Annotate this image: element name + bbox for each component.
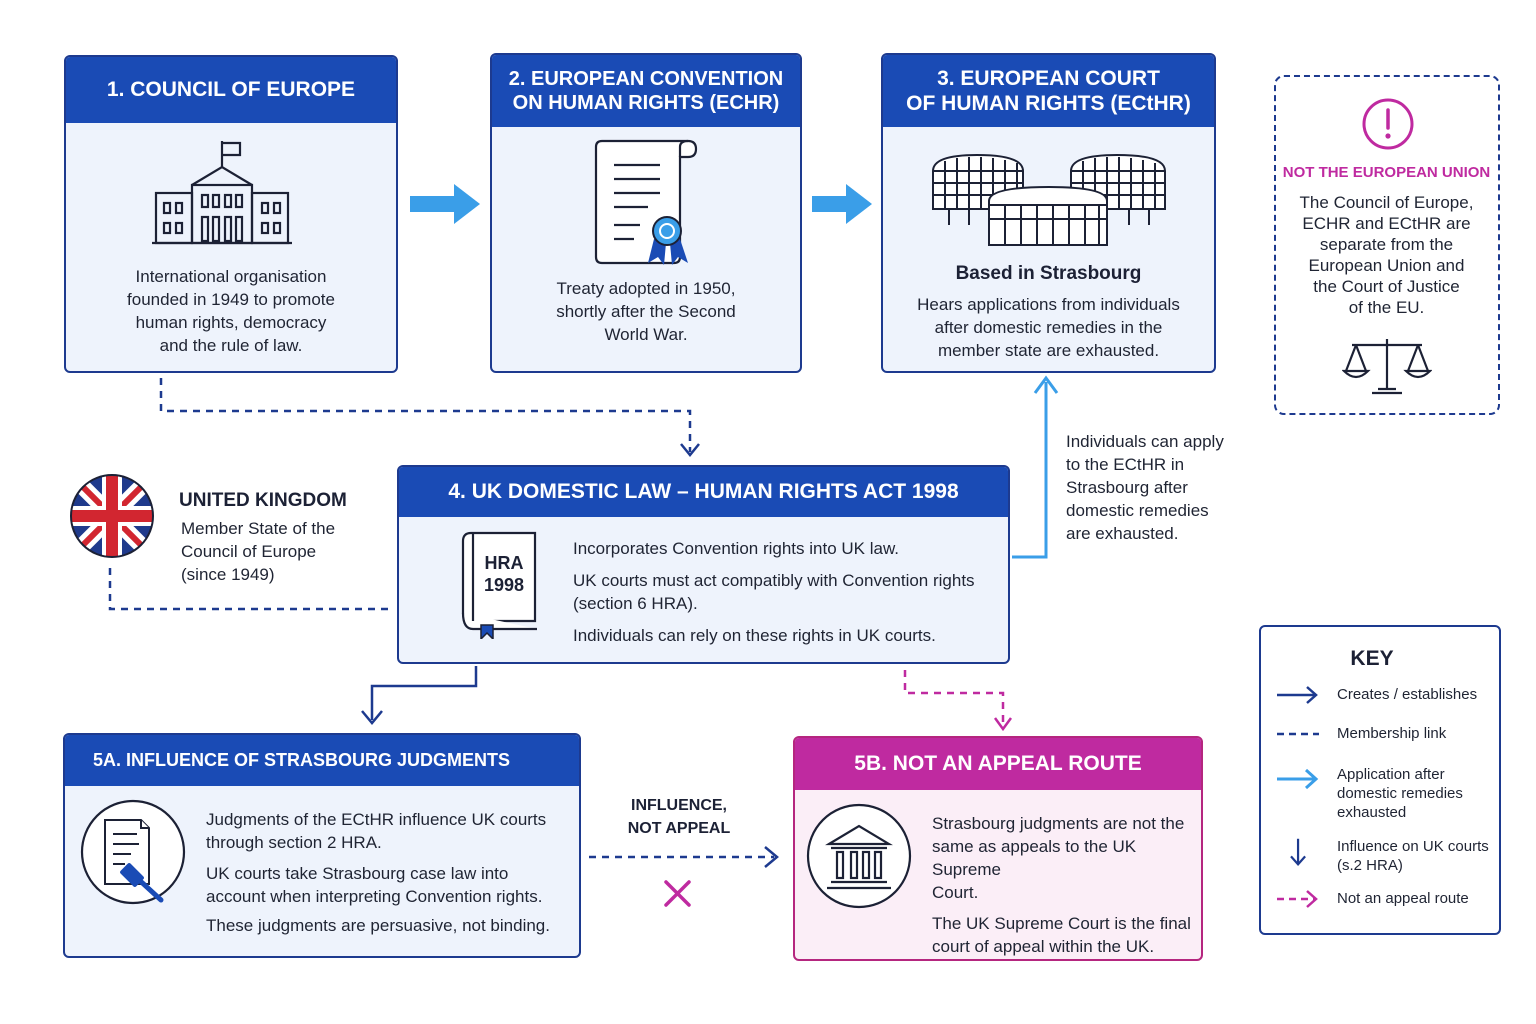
book-label-line-1: HRA	[485, 553, 524, 573]
building-icon	[152, 141, 292, 245]
hra-point: Individuals can rely on these rights in …	[573, 626, 936, 645]
exclamation-icon	[1362, 98, 1414, 150]
key-item-influence: Influence on UK courts (s.2 HRA)	[1275, 837, 1489, 875]
echr-card: 2. EUROPEAN CONVENTION ON HUMAN RIGHTS (…	[490, 53, 802, 373]
council-of-europe-card: 1. COUNCIL OF EUROPE International organ…	[64, 55, 398, 373]
influence-arrow	[370, 666, 478, 720]
key-label: Creates / establishes	[1337, 686, 1478, 703]
membership-link-uk	[108, 568, 392, 611]
card-description: Treaty adopted in 1950, shortly after th…	[556, 279, 736, 344]
not-appeal-route-card: 5B. NOT AN APPEAL ROUTE Strasbourg judgm…	[793, 736, 1203, 961]
key-item-membership: Membership link	[1275, 724, 1446, 754]
influence-point: Judgments of the ECtHR influence UK cour…	[206, 810, 547, 852]
key-item-application: Application after domestic remedies exha…	[1275, 765, 1463, 822]
creates-arrow-1-2	[410, 184, 480, 224]
light-blue-arrow-icon	[1277, 768, 1319, 790]
court-location: Based in Strasbourg	[955, 263, 1142, 284]
uk-domestic-law-card: 4. UK DOMESTIC LAW – HUMAN RIGHTS ACT 19…	[397, 465, 1010, 664]
legend-key: KEY Creates / establishes Membership lin…	[1259, 625, 1501, 935]
membership-link-coe-uk-law	[159, 378, 692, 452]
cross-icon	[664, 880, 691, 907]
key-label: Influence on UK courts (s.2 HRA)	[1337, 838, 1489, 874]
key-item-not-appeal: Not an appeal route	[1275, 889, 1469, 919]
key-title: KEY	[1350, 647, 1394, 670]
hra-point: UK courts must act compatibly with Conve…	[573, 571, 975, 613]
card-title: 2. EUROPEAN CONVENTION ON HUMAN RIGHTS (…	[492, 55, 800, 127]
influence-points: Judgments of the ECtHR influence UK cour…	[206, 808, 576, 937]
key-item-creates: Creates / establishes	[1275, 685, 1477, 715]
book-label-line-2: 1998	[484, 575, 524, 595]
card-title: 4. UK DOMESTIC LAW – HUMAN RIGHTS ACT 19…	[399, 467, 1008, 517]
key-label: Not an appeal route	[1337, 890, 1469, 907]
dashed-line-icon	[1277, 732, 1319, 736]
solid-arrow-icon	[1277, 686, 1318, 704]
uk-flag-icon	[70, 474, 154, 558]
ecthr-card: 3. EUROPEAN COURT OF HUMAN RIGHTS (ECtHR…	[881, 53, 1216, 373]
influence-not-appeal-label: INFLUENCE, NOT APPEAL	[627, 797, 731, 837]
eu-note-text: The Council of Europe, ECHR and ECtHR ar…	[1299, 193, 1474, 317]
not-appeal-arrow	[903, 670, 1005, 726]
application-note: Individuals can apply to the ECtHR in St…	[1066, 432, 1224, 543]
dashed-magenta-arrow-icon	[1277, 890, 1318, 908]
court-pillars-icon	[806, 803, 912, 909]
hra-points: Incorporates Convention rights into UK l…	[573, 537, 1003, 647]
key-label: Membership link	[1337, 725, 1447, 742]
card-title: 1. COUNCIL OF EUROPE	[66, 57, 396, 123]
card-title: 5B. NOT AN APPEAL ROUTE	[795, 738, 1201, 790]
eu-note-title: NOT THE EUROPEAN UNION	[1282, 164, 1491, 181]
card-description: International organisation founded in 19…	[127, 267, 335, 355]
court-building-icon	[932, 153, 1166, 246]
creates-arrow-2-3	[812, 184, 872, 224]
influence-point: These judgments are persuasive, not bind…	[206, 916, 550, 935]
down-arrow-icon	[1290, 838, 1306, 867]
strasbourg-influence-card: 5A. INFLUENCE OF STRASBOURG JUDGMENTS Ju…	[63, 733, 581, 958]
uk-description: Member State of the Council of Europe (s…	[181, 519, 336, 584]
card-description: Hears applications from individuals afte…	[917, 295, 1180, 360]
application-arrow	[1012, 382, 1048, 559]
hra-book-icon: HRA 1998	[461, 531, 537, 639]
card-title: 5A. INFLUENCE OF STRASBOURG JUDGMENTS	[65, 735, 579, 786]
uk-title: UNITED KINGDOM	[179, 490, 347, 511]
judgment-gavel-icon	[80, 799, 186, 905]
key-label: Application after domestic remedies exha…	[1337, 766, 1463, 821]
card-title: 3. EUROPEAN COURT OF HUMAN RIGHTS (ECtHR…	[883, 55, 1214, 127]
not-eu-note: NOT THE EUROPEAN UNION The Council of Eu…	[1274, 75, 1500, 415]
treaty-document-icon	[594, 139, 698, 265]
hra-point: Incorporates Convention rights into UK l…	[573, 539, 900, 558]
scales-icon	[1342, 339, 1432, 395]
